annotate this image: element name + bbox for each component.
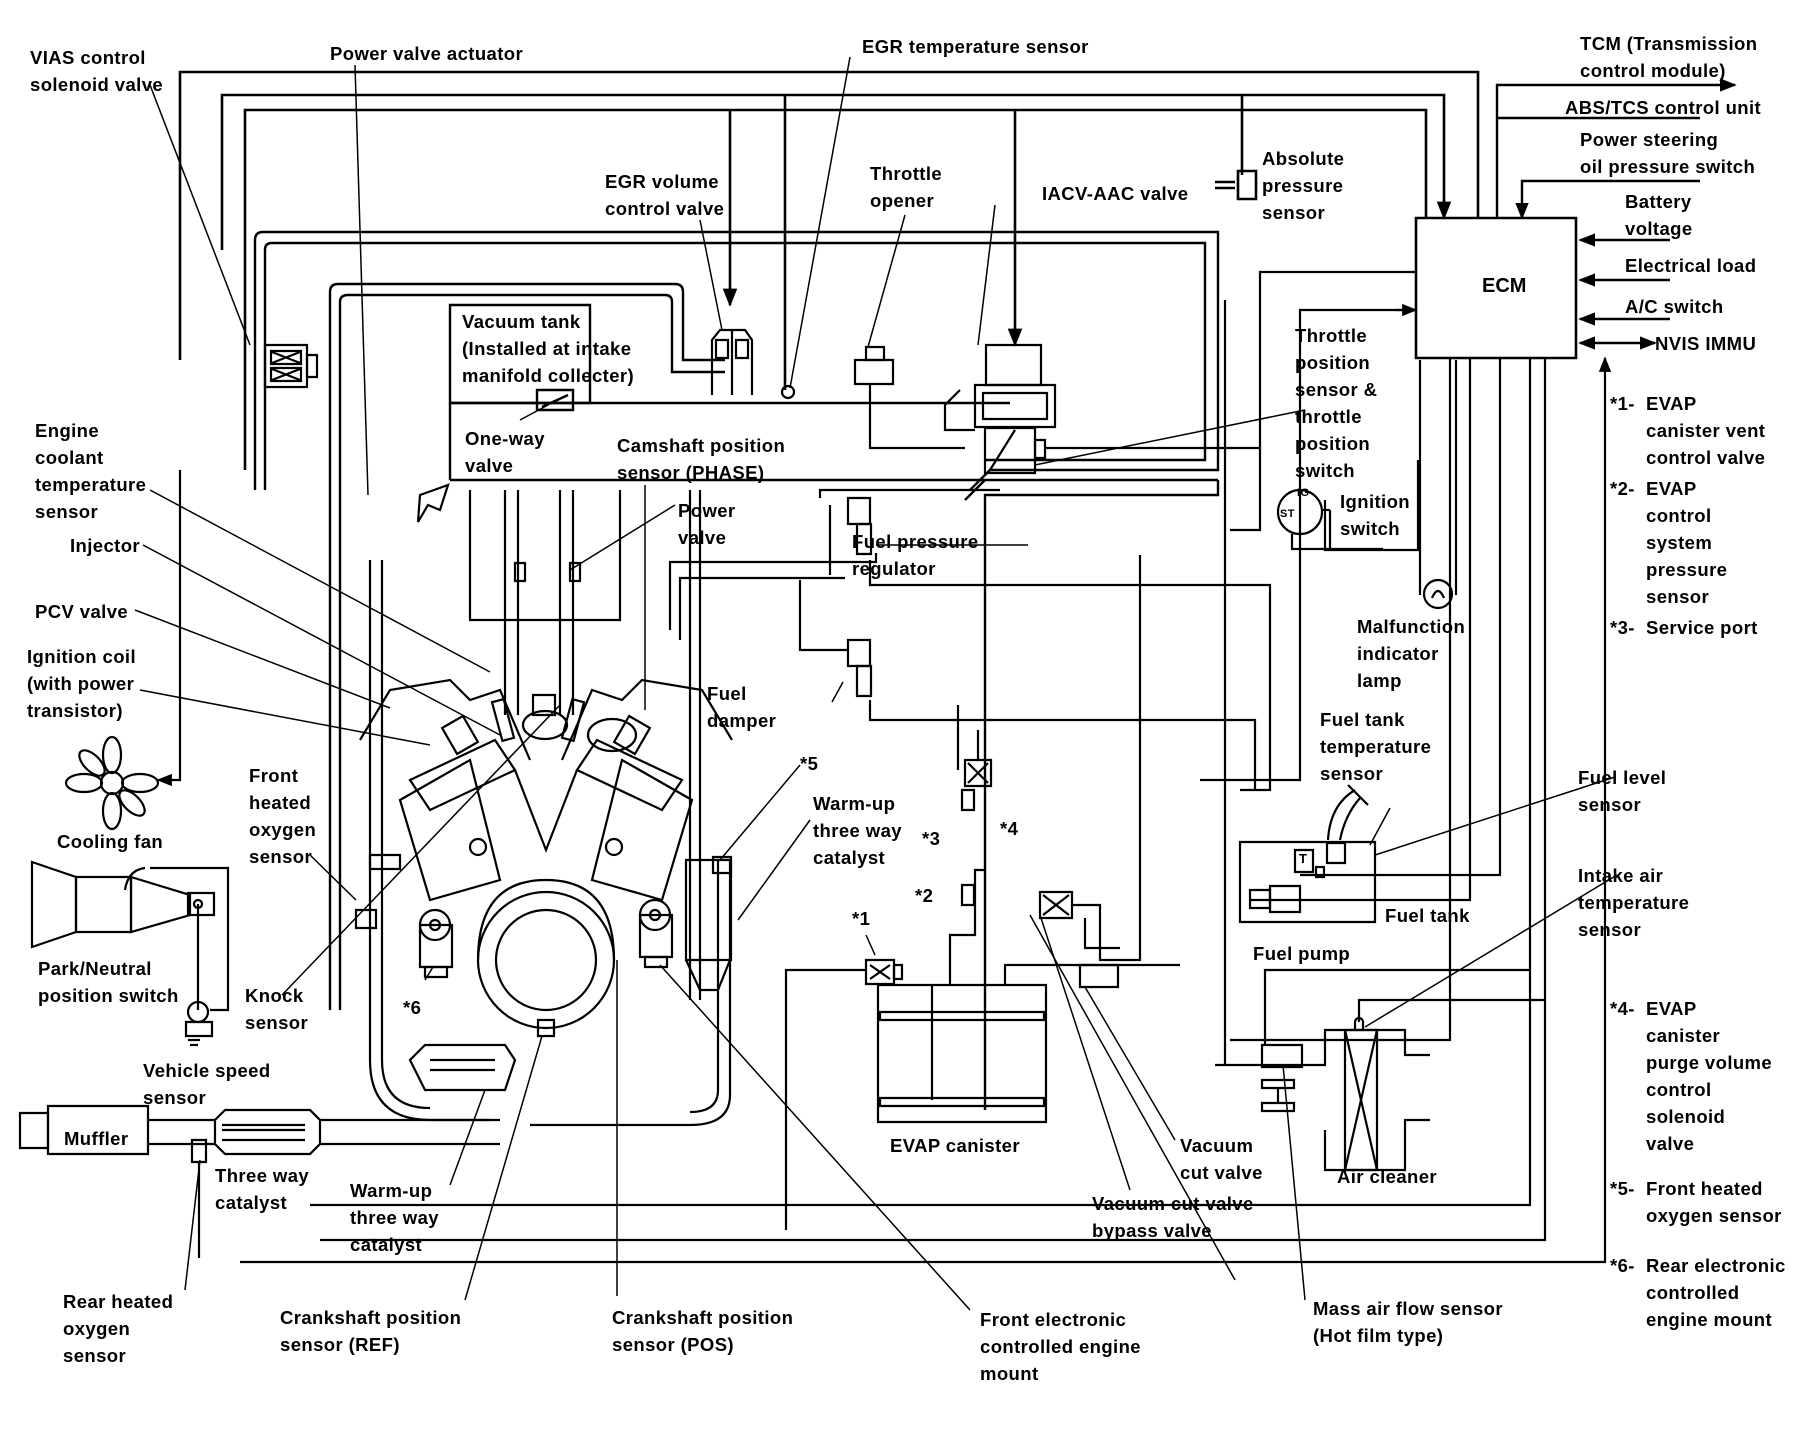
transmission-symbol bbox=[32, 862, 228, 1045]
vacuum-cut-valve-symbol bbox=[1040, 555, 1140, 987]
crankshaft-position-sensor-ref-label: Crankshaft position sensor (REF) bbox=[280, 1307, 462, 1355]
ecm-right-inputs bbox=[1497, 78, 1737, 350]
star6-marker: *6 bbox=[403, 997, 422, 1018]
legend-text: EVAP canister vent control valve bbox=[1646, 393, 1766, 468]
crankshaft-position-sensor-pos-label: Crankshaft position sensor (POS) bbox=[612, 1307, 794, 1355]
fuel-system-lines bbox=[670, 490, 1270, 790]
egr-temperature-sensor-label: EGR temperature sensor bbox=[862, 36, 1089, 57]
intake-manifold bbox=[255, 232, 1218, 1110]
legend-mark: *6- bbox=[1610, 1255, 1635, 1276]
legend-text: EVAP canister purge volume control solen… bbox=[1646, 998, 1773, 1154]
vacuum-cut-valve-label: Vacuum cut valve bbox=[1180, 1135, 1263, 1183]
power-steering-switch-label: Power steering oil pressure switch bbox=[1580, 129, 1756, 177]
engine-coolant-temp-sensor-label: Engine coolant temperature sensor bbox=[35, 420, 147, 522]
abs-tcs-control-unit-label: ABS/TCS control unit bbox=[1565, 97, 1762, 118]
front-heated-oxygen-sensor-label: Front heated oxygen sensor bbox=[249, 765, 317, 867]
iacv-aac-valve-label: IACV-AAC valve bbox=[1042, 183, 1189, 204]
ecm-label: ECM bbox=[1482, 275, 1527, 297]
pcv-valve-label: PCV valve bbox=[35, 601, 129, 622]
camshaft-position-sensor-label: Camshaft position sensor (PHASE) bbox=[617, 435, 786, 483]
one-way-valve-label: One-way valve bbox=[465, 428, 545, 476]
vacuum-cut-valve-bypass-valve-label: Vacuum cut valve bypass valve bbox=[1092, 1193, 1254, 1241]
evap-canister-label: EVAP canister bbox=[890, 1135, 1020, 1156]
ac-switch-label: A/C switch bbox=[1625, 296, 1724, 317]
fuel-tank-temp-t-mark: T bbox=[1299, 851, 1308, 866]
legend-mark: *5- bbox=[1610, 1178, 1635, 1199]
legend-text: Front heated oxygen sensor bbox=[1646, 1178, 1782, 1226]
exhaust-system bbox=[20, 560, 731, 1258]
air-cleaner-label: Air cleaner bbox=[1337, 1166, 1438, 1187]
egr-valve-symbol bbox=[712, 330, 794, 398]
intake-air-temp-sensor-label: Intake air temperature sensor bbox=[1578, 865, 1690, 940]
legend-text: EVAP control system pressure sensor bbox=[1646, 478, 1728, 607]
fuel-tank-temp-sensor-label: Fuel tank temperature sensor bbox=[1320, 709, 1432, 784]
legend-mark: *2- bbox=[1610, 478, 1635, 499]
three-way-catalyst-label: Three way catalyst bbox=[215, 1165, 310, 1213]
ignition-switch-label: Ignition switch bbox=[1340, 491, 1410, 539]
engine-block bbox=[360, 680, 732, 1036]
intake-runners bbox=[470, 490, 700, 1000]
star2-marker: *2 bbox=[915, 885, 934, 906]
vias-valve-symbol bbox=[265, 345, 317, 387]
rear-heated-oxygen-sensor-label: Rear heated oxygen sensor bbox=[63, 1291, 174, 1366]
park-neutral-position-switch-label: Park/Neutral position switch bbox=[38, 958, 179, 1006]
vehicle-speed-sensor-label: Vehicle speed sensor bbox=[143, 1060, 271, 1108]
fuel-level-sensor-label: Fuel level sensor bbox=[1578, 767, 1667, 815]
throttle-body-symbol bbox=[855, 345, 1260, 473]
malfunction-indicator-lamp-label: Malfunction indicator lamp bbox=[1357, 616, 1466, 691]
mass-air-flow-sensor-label: Mass air flow sensor (Hot film type) bbox=[1313, 1298, 1503, 1346]
fuel-pressure-regulator-label: Fuel pressure regulator bbox=[852, 531, 979, 579]
egr-volume-control-valve-label: EGR volume control valve bbox=[605, 171, 725, 219]
star1-marker: *1 bbox=[852, 908, 871, 929]
fuel-damper-label: Fuel damper bbox=[707, 683, 777, 731]
evap-canister-symbol bbox=[786, 705, 1180, 1230]
legend-text: Rear electronic controlled engine mount bbox=[1646, 1255, 1786, 1330]
ignition-switch-symbol bbox=[1278, 490, 1383, 549]
cooling-fan-symbol bbox=[66, 470, 180, 829]
leader-lines bbox=[135, 57, 1617, 1310]
legend-mark: *3- bbox=[1610, 617, 1635, 638]
top-wiring bbox=[180, 72, 1478, 470]
fuel-tank-label: Fuel tank bbox=[1385, 905, 1470, 926]
star5-marker: *5 bbox=[800, 753, 819, 774]
star3-marker: *3 bbox=[922, 828, 941, 849]
legend-text: Service port bbox=[1646, 617, 1758, 638]
fuel-pump-label: Fuel pump bbox=[1253, 943, 1351, 964]
ignition-switch-ig-mark: IG bbox=[1297, 487, 1310, 499]
injector-label: Injector bbox=[70, 535, 141, 556]
tcm-label: TCM (Transmission control module) bbox=[1580, 33, 1758, 81]
legend-mark: *1- bbox=[1610, 393, 1635, 414]
front-engine-mount-label: Front electronic controlled engine mount bbox=[980, 1309, 1141, 1384]
nvis-immu-label: NVIS IMMU bbox=[1655, 333, 1757, 354]
vacuum-tank-label: Vacuum tank (Installed at intake manifol… bbox=[462, 311, 635, 386]
muffler-label: Muffler bbox=[64, 1128, 129, 1149]
legend-mark: *4- bbox=[1610, 998, 1635, 1019]
ignition-coil-label: Ignition coil (with power transistor) bbox=[27, 646, 136, 721]
ignition-switch-st-mark: ST bbox=[1280, 508, 1295, 520]
power-valve-actuator-label: Power valve actuator bbox=[330, 43, 524, 64]
knock-sensor-label: Knock sensor bbox=[245, 985, 309, 1033]
air-intake-symbol bbox=[1215, 300, 1545, 1170]
cooling-fan-label: Cooling fan bbox=[57, 831, 164, 852]
throttle-position-sensor-label: Throttle position sensor & throttle posi… bbox=[1295, 325, 1378, 481]
fuel-tank-symbol bbox=[1240, 785, 1375, 922]
power-valve-actuator-symbol bbox=[418, 485, 448, 522]
warmup-three-way-catalyst-left-label: Warm-up three way catalyst bbox=[350, 1180, 439, 1255]
power-valve-label: Power valve bbox=[678, 500, 736, 548]
vias-control-solenoid-valve-label: VIAS control solenoid valve bbox=[30, 47, 164, 95]
warmup-three-way-catalyst-right-label: Warm-up three way catalyst bbox=[813, 793, 902, 868]
absolute-pressure-sensor-label: Absolute pressure sensor bbox=[1262, 148, 1345, 223]
battery-voltage-label: Battery voltage bbox=[1625, 191, 1693, 239]
electrical-load-label: Electrical load bbox=[1625, 255, 1757, 276]
throttle-opener-label: Throttle opener bbox=[870, 163, 943, 211]
malfunction-lamp-symbol bbox=[1420, 360, 1456, 608]
star4-marker: *4 bbox=[1000, 818, 1019, 839]
